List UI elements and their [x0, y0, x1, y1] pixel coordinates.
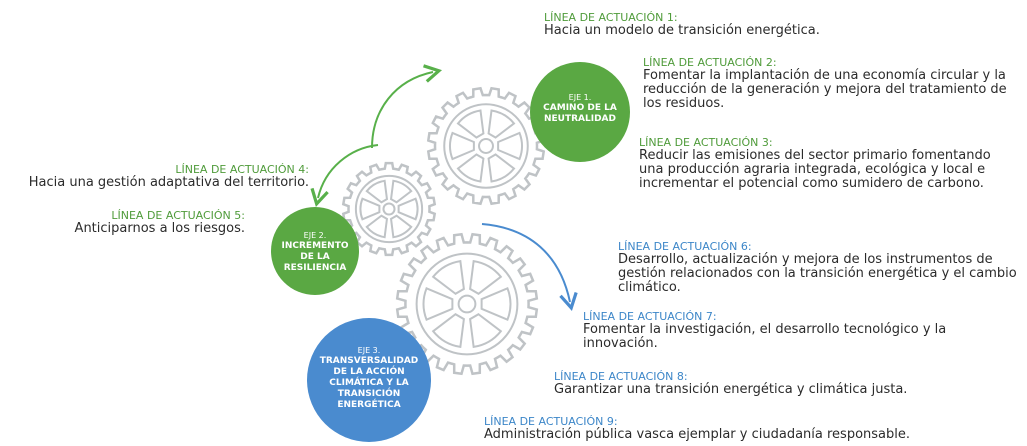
eje-2-title: INCREMENTO DE LA RESILIENCIA [281, 241, 349, 273]
linea-1: LÍNEA DE ACTUACIÓN 1: Hacia un modelo de… [544, 12, 864, 38]
eje-2-code: EJE 2. [303, 231, 327, 240]
eje-2-label: EJE 2. INCREMENTO DE LA RESILIENCIA [276, 230, 354, 274]
linea-6: LÍNEA DE ACTUACIÓN 6: Desarrollo, actual… [618, 241, 1023, 295]
linea-9-label: LÍNEA DE ACTUACIÓN 9: [484, 415, 618, 428]
linea-3-text: Reducir las emisiones del sector primari… [639, 148, 991, 191]
eje-3-title: TRANSVERSALIDAD DE LA ACCIÓN CLIMÁTICA Y… [319, 356, 419, 410]
eje-3-label: EJE 3. TRANSVERSALIDAD DE LA ACCIÓN CLIM… [318, 345, 420, 411]
arrow-eje2-to-eje3 [481, 223, 578, 312]
eje-3-circle [307, 318, 431, 442]
linea-1-label: LÍNEA DE ACTUACIÓN 1: [544, 11, 678, 24]
linea-6-label: LÍNEA DE ACTUACIÓN 6: [618, 240, 752, 253]
linea-8-label: LÍNEA DE ACTUACIÓN 8: [554, 370, 688, 383]
gear-1-icon [426, 86, 546, 206]
linea-2-text: Fomentar la implantación de una economía… [643, 68, 1007, 111]
linea-3-label: LÍNEA DE ACTUACIÓN 3: [639, 136, 773, 149]
eje-1-label: EJE 1. CAMINO DE LA NEUTRALIDAD [534, 92, 626, 125]
linea-9-text: Administración pública vasca ejemplar y … [484, 427, 910, 442]
linea-5-text: Anticiparnos a los riesgos. [74, 221, 245, 236]
eje-1-title: CAMINO DE LA NEUTRALIDAD [543, 103, 617, 124]
linea-8-text: Garantizar una transición energética y c… [554, 382, 908, 397]
linea-1-text: Hacia un modelo de transición energética… [544, 23, 820, 38]
arrow-eje1-to-eje2 [310, 144, 379, 207]
arrow-eje2-to-eje1 [371, 64, 443, 149]
eje-1-code: EJE 1. [568, 93, 592, 102]
linea-3: LÍNEA DE ACTUACIÓN 3: Reducir las emisio… [639, 137, 1019, 191]
linea-7-label: LÍNEA DE ACTUACIÓN 7: [583, 310, 717, 323]
linea-7-text: Fomentar la investigación, el desarrollo… [583, 322, 947, 351]
linea-2-label: LÍNEA DE ACTUACIÓN 2: [643, 56, 777, 69]
linea-7: LÍNEA DE ACTUACIÓN 7: Fomentar la invest… [583, 311, 983, 351]
linea-9: LÍNEA DE ACTUACIÓN 9: Administración púb… [484, 416, 984, 442]
eje-2-circle [271, 207, 359, 295]
linea-8: LÍNEA DE ACTUACIÓN 8: Garantizar una tra… [554, 371, 974, 397]
linea-4-label: LÍNEA DE ACTUACIÓN 4: [175, 163, 309, 176]
eje-1-circle [530, 62, 630, 162]
linea-4-text: Hacia una gestión adaptativa del territo… [28, 175, 309, 190]
linea-4: LÍNEA DE ACTUACIÓN 4: Hacia una gestión … [4, 164, 309, 190]
linea-5-label: LÍNEA DE ACTUACIÓN 5: [111, 209, 245, 222]
linea-5: LÍNEA DE ACTUACIÓN 5: Anticiparnos a los… [40, 210, 245, 236]
gear-2-icon [341, 161, 437, 257]
linea-6-text: Desarrollo, actualización y mejora de lo… [618, 252, 1017, 295]
gear-3-icon [395, 232, 539, 376]
eje-3-code: EJE 3. [357, 346, 381, 355]
linea-2: LÍNEA DE ACTUACIÓN 2: Fomentar la implan… [643, 57, 1025, 111]
